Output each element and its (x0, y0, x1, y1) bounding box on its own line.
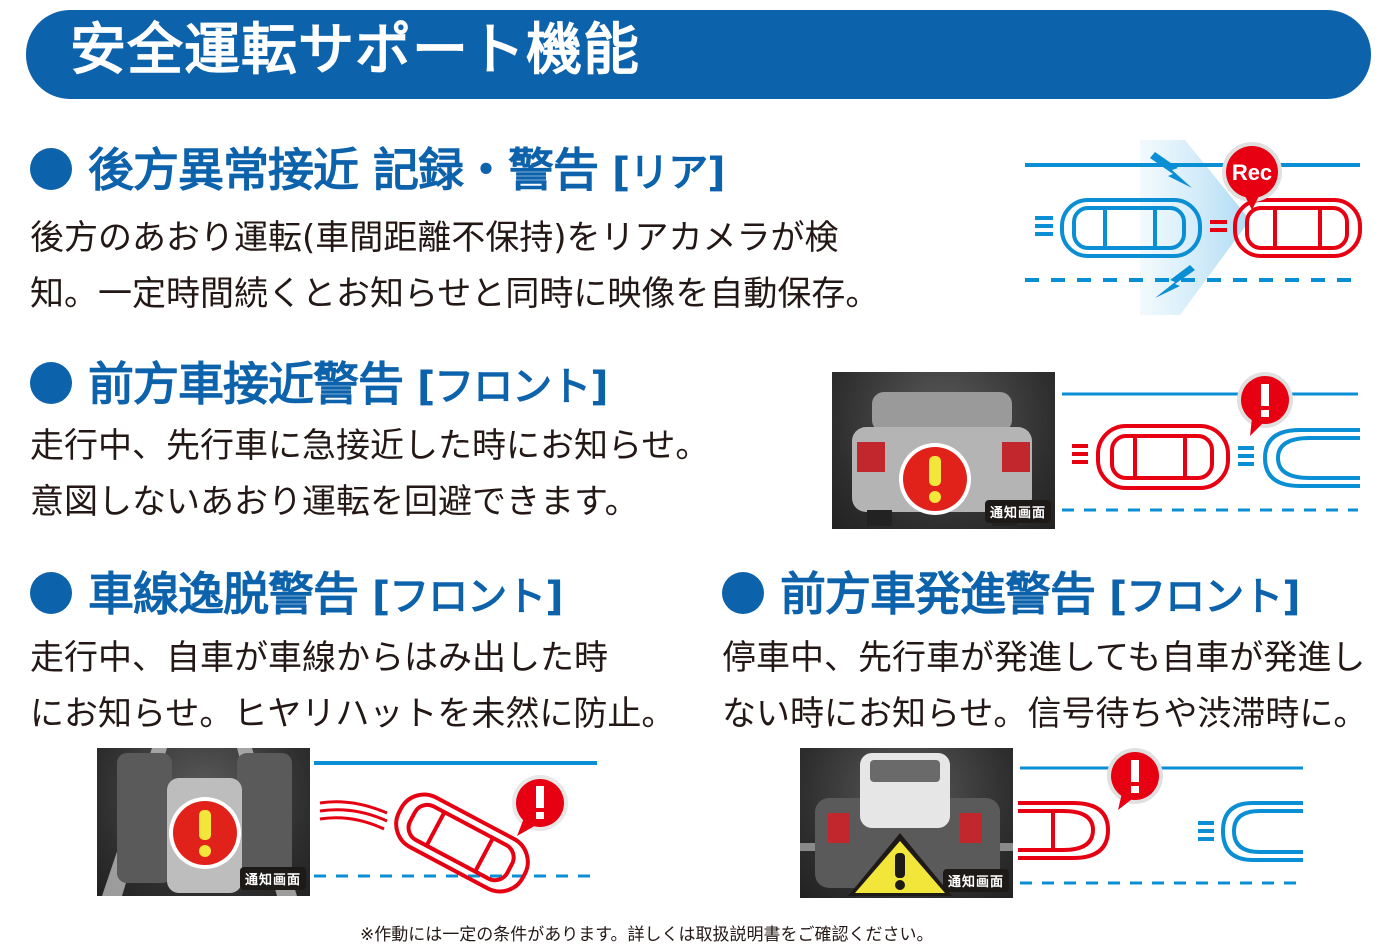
section-body-lane-departure: 走行中、自車が車線からはみ出した時 にお知らせ。ヒヤリハットを未然に防止。 (30, 638, 676, 734)
notification-screen-lane-departure: 通知画面 (97, 748, 310, 896)
own-car-red-icon (1210, 198, 1362, 258)
notification-screen-badge: 通知画面 (984, 500, 1051, 523)
notification-screen-front-start: 通知画面 (800, 748, 1013, 898)
camera-tag: [フロント] (372, 574, 564, 620)
camera-tag: [リア] (612, 150, 726, 196)
camera-tag: [フロント] (1109, 574, 1301, 620)
camera-beam-icon (1140, 140, 1250, 315)
bullet-icon (722, 572, 764, 614)
motion-lines-icon (319, 800, 388, 831)
section-title-front-approach: 前方車接近警告[フロント] (30, 356, 609, 415)
footnote: ※作動には一定の条件があります。詳しくは取扱説明書をご確認ください。 (360, 925, 934, 945)
notification-screen-badge: 通知画面 (239, 867, 306, 890)
section-body-rear-approach: 後方のあおり運転(車間距離不保持)をリアカメラが検 知。一定時間続くとお知らせと… (30, 218, 880, 314)
front-approach-illustration (1062, 372, 1360, 512)
alert-bubble-icon (1237, 372, 1293, 436)
bullet-icon (30, 572, 72, 614)
bullet-icon (30, 148, 72, 190)
section-body-front-start: 停車中、先行車が発進しても自車が発進し ない時にお知らせ。信号待ちや渋滞時に。 (722, 638, 1368, 734)
car-start-view-icon (800, 753, 1013, 896)
camera-tag: [フロント] (417, 364, 609, 410)
own-car-red-icon (1072, 424, 1230, 490)
lane-view-icon (102, 748, 297, 896)
lightning-icon (1150, 152, 1192, 188)
lightning-icon (1155, 265, 1195, 298)
header-bar (26, 10, 1371, 99)
page-title: 安全運転サポート機能 (70, 18, 640, 83)
section-title-rear-approach: 後方異常接近 記録・警告[リア] (30, 142, 726, 201)
own-car-red-icon (394, 792, 530, 894)
section-title-front-start: 前方車発進警告[フロント] (722, 566, 1301, 625)
car-rear-view-icon (852, 392, 1032, 526)
warning-triangle-icon (848, 833, 952, 896)
lane-departure-illustration (314, 761, 597, 894)
front-start-illustration (1018, 748, 1303, 885)
alert-bubble-icon (1107, 748, 1163, 810)
notification-screen-badge: 通知画面 (942, 869, 1009, 892)
rec-bubble-icon: Rec (1222, 142, 1282, 210)
rear-car-blue-icon (1035, 198, 1202, 258)
alert-circle-icon (899, 443, 971, 515)
section-body-front-approach: 走行中、先行車に急接近した時にお知らせ。 意図しないあおり運転を回避できます。 (30, 426, 710, 522)
alert-circle-icon (169, 797, 241, 869)
own-car-red-icon (1018, 801, 1111, 860)
bullet-icon (30, 362, 72, 404)
lead-car-blue-icon (1198, 801, 1303, 862)
alert-bubble-icon (512, 775, 568, 836)
svg-text:Rec: Rec (1232, 160, 1272, 185)
lead-car-blue-icon (1238, 428, 1360, 488)
section-title-lane-departure: 車線逸脱警告[フロント] (30, 566, 564, 625)
notification-screen-front-approach: 通知画面 (832, 372, 1055, 529)
rear-approach-illustration: Rec (1025, 140, 1362, 315)
